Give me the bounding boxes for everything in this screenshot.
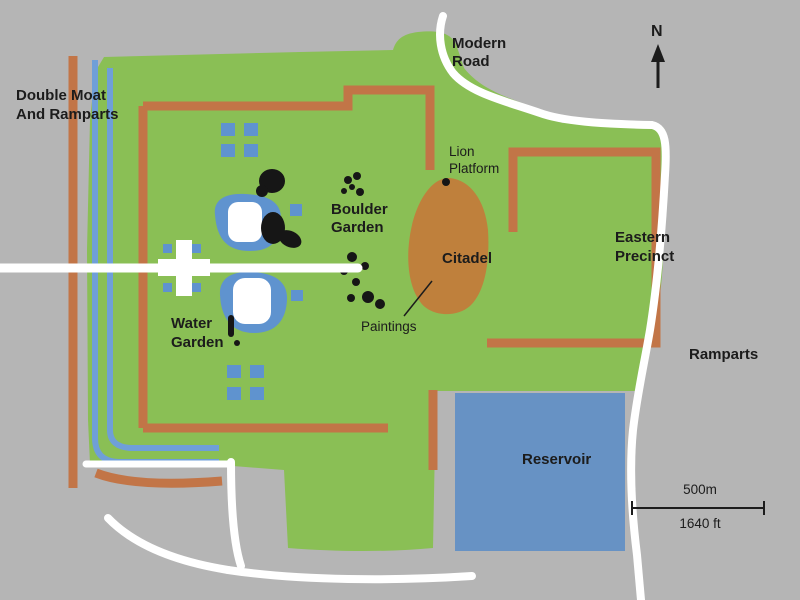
- label-modern-road-line1: Modern: [452, 35, 506, 52]
- label-ramparts: Ramparts: [689, 346, 758, 363]
- boulder: [228, 315, 234, 337]
- boulder: [234, 340, 240, 346]
- garden-pool: [244, 123, 258, 136]
- boulder: [341, 188, 347, 194]
- label-eastern-precinct-line1: Eastern: [615, 229, 670, 246]
- south-road-horizontal: [224, 566, 476, 584]
- west-bottom-rampart: [94, 468, 223, 488]
- boulder: [349, 184, 355, 190]
- moat-inner-channel: [107, 68, 219, 451]
- garden-pool: [221, 123, 235, 136]
- reservoir-area: [455, 393, 625, 551]
- label-citadel: Citadel: [442, 250, 492, 267]
- garden-pool: [290, 204, 302, 216]
- south-pond-island: [233, 278, 271, 324]
- boulder: [361, 262, 369, 270]
- label-lion-platform-line2: Platform: [449, 161, 499, 176]
- boulder: [353, 172, 361, 180]
- label-lion-platform-line1: Lion: [449, 144, 475, 159]
- lion-platform-marker: [442, 178, 450, 186]
- boulder: [278, 230, 302, 248]
- boulder: [347, 294, 355, 302]
- land-area: [87, 31, 668, 551]
- boulder: [344, 176, 352, 184]
- garden-pool: [227, 365, 241, 378]
- garden-pool: [250, 365, 264, 378]
- label-double-moat-line1: Double Moat: [16, 87, 106, 104]
- label-double-moat-line2: And Ramparts: [16, 106, 119, 123]
- boulder: [375, 299, 385, 309]
- garden-pool: [163, 244, 172, 253]
- label-water-garden-line2: Garden: [171, 334, 224, 351]
- scale-bar: 500m 1640 ft: [631, 482, 765, 531]
- boulder: [356, 188, 364, 196]
- label-water-garden-line1: Water: [171, 315, 212, 332]
- garden-pool: [192, 244, 201, 253]
- garden-pool: [192, 283, 201, 292]
- modern-road-path: [436, 12, 670, 600]
- eastern-precinct-rampart: [487, 147, 661, 348]
- label-boulder-garden-line2: Garden: [331, 219, 384, 236]
- roads: [0, 12, 670, 600]
- garden-pool: [227, 387, 241, 400]
- boulders: [228, 169, 450, 346]
- garden-pool: [221, 144, 235, 157]
- label-boulder-garden-line1: Boulder: [331, 201, 388, 218]
- citadel-area: [408, 177, 489, 315]
- scale-imperial-label: 1640 ft: [679, 516, 721, 531]
- label-reservoir: Reservoir: [522, 451, 591, 468]
- garden-pool: [244, 144, 258, 157]
- label-paintings: Paintings: [361, 319, 417, 334]
- boulder: [362, 291, 374, 303]
- south-road-vertical: [227, 458, 245, 570]
- garden-pool: [163, 283, 172, 292]
- garden-pool: [291, 290, 303, 301]
- label-modern-road-line2: Road: [452, 53, 490, 70]
- map-labels: Double Moat And Ramparts Modern Road Lio…: [16, 35, 758, 468]
- boulder: [352, 278, 360, 286]
- north-arrow-head-icon: [651, 44, 665, 62]
- north-label: N: [651, 23, 663, 40]
- boulder: [347, 252, 357, 262]
- garden-pool: [250, 387, 264, 400]
- label-eastern-precinct-line2: Precinct: [615, 248, 674, 265]
- scale-bar-line: [631, 501, 765, 515]
- paintings-pointer-line: [403, 280, 433, 317]
- north-arrow: N: [651, 23, 665, 88]
- south-west-diagonal-road: [104, 514, 232, 574]
- north-pond-island: [228, 202, 262, 242]
- boulder: [256, 185, 268, 197]
- scale-metric-label: 500m: [683, 482, 717, 497]
- ramparts-walls: [68, 56, 661, 488]
